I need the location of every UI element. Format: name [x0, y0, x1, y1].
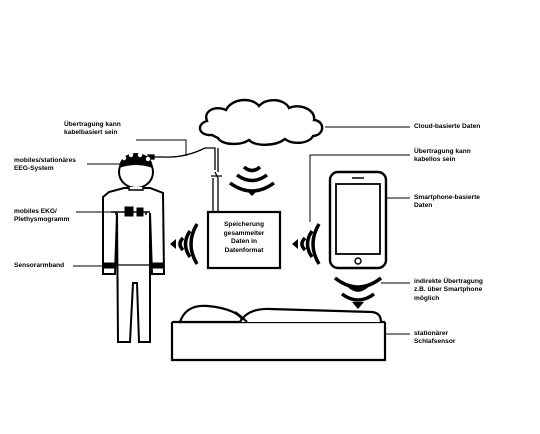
wireless-signal-icon [228, 165, 276, 196]
cable-transfer-label: Übertragung kann kabelbasiert sein [64, 121, 121, 137]
storage-box-frame [206, 210, 282, 270]
sleep-sensor-label: stationärer Schlafsensor [414, 330, 456, 346]
leader-lines [73, 126, 410, 335]
wireless-signal-icon [170, 223, 199, 265]
cloud-icon [198, 98, 324, 146]
eeg-cap-icon [119, 152, 153, 168]
cable-icon [147, 147, 222, 212]
storage-box-text: Speicherung gesammelter Daten in Datenfo… [223, 221, 265, 254]
person-icon [102, 155, 166, 343]
smartphone-data-label: Smartphone-basierte Daten [414, 194, 480, 210]
ekg-label: mobiles EKG/ Plethysmogramm [14, 208, 70, 224]
sensor-band-label: Sensorarmband [14, 262, 65, 269]
bed-icon [170, 304, 387, 362]
wireless-transfer-label: Übertragung kann kabellos sein [414, 148, 471, 164]
smartphone-icon [328, 170, 388, 270]
sensor-armband-icon [102, 262, 165, 269]
wireless-signal-icon [333, 276, 383, 309]
cloud-data-label: Cloud-basierte Daten [414, 123, 481, 130]
wireless-signal-icon [292, 223, 321, 265]
eeg-label: mobiles/stationäres EEG-System [14, 157, 76, 173]
indirect-transfer-label: indirekte Übertragung z.B. über Smartpho… [414, 278, 483, 302]
